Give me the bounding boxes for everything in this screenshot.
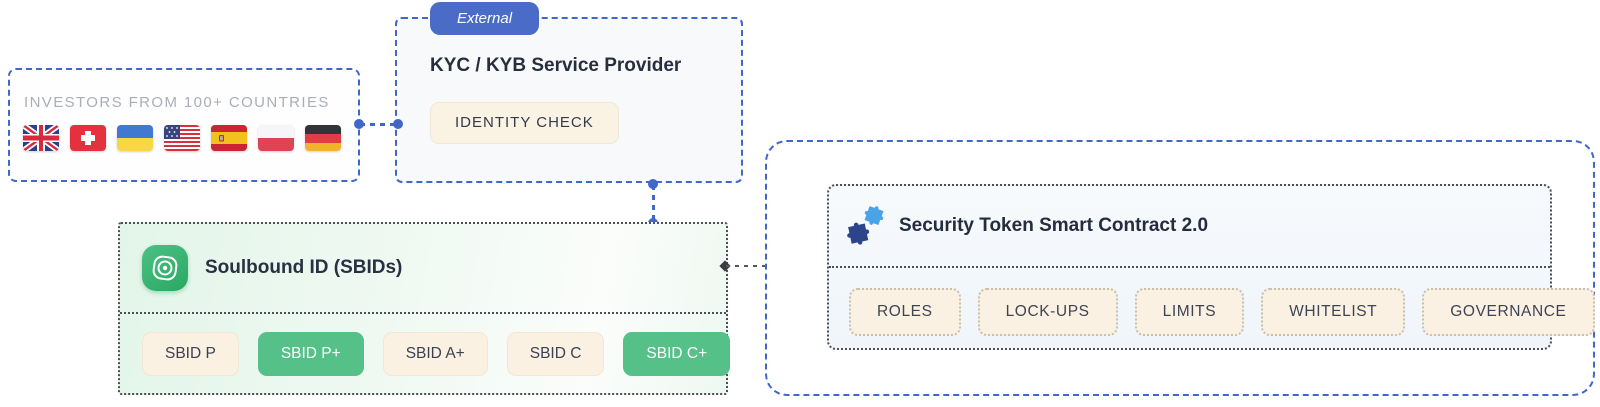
contract-outer-box: Security Token Smart Contract 2.0 ROLES … xyxy=(765,140,1595,396)
soulbound-title: Soulbound ID (SBIDs) xyxy=(205,257,403,278)
sbid-c-badge[interactable]: SBID C xyxy=(506,332,605,376)
limits-badge[interactable]: LIMITS xyxy=(1134,288,1245,336)
lock-ups-badge[interactable]: LOCK-UPS xyxy=(977,288,1118,336)
kyc-service-box: External KYC / KYB Service Provider IDEN… xyxy=(395,2,743,183)
flag-switzerland-icon xyxy=(70,125,106,151)
flag-germany-icon xyxy=(305,125,341,151)
soulbound-header: Soulbound ID (SBIDs) xyxy=(120,224,726,312)
sbid-p-plus-badge[interactable]: SBID P+ xyxy=(257,332,364,376)
contract-title: Security Token Smart Contract 2.0 xyxy=(899,215,1209,236)
connector-investors-kyc xyxy=(354,119,403,129)
flag-spain-icon xyxy=(211,125,247,151)
flag-poland-icon xyxy=(258,125,294,151)
connector-endpoint-dot xyxy=(354,119,364,129)
connector-endpoint-dot xyxy=(393,119,403,129)
soulbound-divider xyxy=(120,312,726,314)
contract-header: Security Token Smart Contract 2.0 xyxy=(829,186,1550,266)
flag-ukraine-icon xyxy=(117,125,153,151)
contract-inner-box: Security Token Smart Contract 2.0 ROLES … xyxy=(827,184,1595,350)
connector-line xyxy=(651,185,655,221)
puzzle-icon xyxy=(845,203,887,249)
contract-divider xyxy=(829,266,1550,268)
external-badge: External xyxy=(430,2,540,35)
identity-check-button[interactable]: IDENTITY CHECK xyxy=(430,102,619,144)
connector-endpoint-dot xyxy=(648,179,658,189)
whitelist-badge[interactable]: WHITELIST xyxy=(1261,288,1406,336)
sbid-p-badge[interactable]: SBID P xyxy=(142,332,239,376)
flag-united-states-icon xyxy=(164,125,200,151)
roles-badge[interactable]: ROLES xyxy=(849,288,961,336)
kyc-title: KYC / KYB Service Provider xyxy=(430,55,682,76)
contract-badges-row: ROLES LOCK-UPS LIMITS WHITELIST GOVERNAN… xyxy=(849,288,1595,336)
connector-kyc-soulbound xyxy=(648,179,658,228)
soulbound-id-box: Soulbound ID (SBIDs) SBID P SBID P+ SBID… xyxy=(118,222,731,395)
sbid-badges-row: SBID P SBID P+ SBID A+ SBID C SBID C+ xyxy=(142,332,731,376)
sbid-a-plus-badge[interactable]: SBID A+ xyxy=(382,332,488,376)
sbid-c-plus-badge[interactable]: SBID C+ xyxy=(623,332,731,376)
investors-label: INVESTORS FROM 100+ COUNTRIES xyxy=(24,94,330,111)
connector-line xyxy=(360,122,396,126)
investors-box: INVESTORS FROM 100+ COUNTRIES xyxy=(8,68,360,182)
flag-united-kingdom-icon xyxy=(23,125,59,151)
flags-row xyxy=(23,125,358,151)
governance-badge[interactable]: GOVERNANCE xyxy=(1422,288,1595,336)
soulbound-id-icon xyxy=(142,245,188,291)
